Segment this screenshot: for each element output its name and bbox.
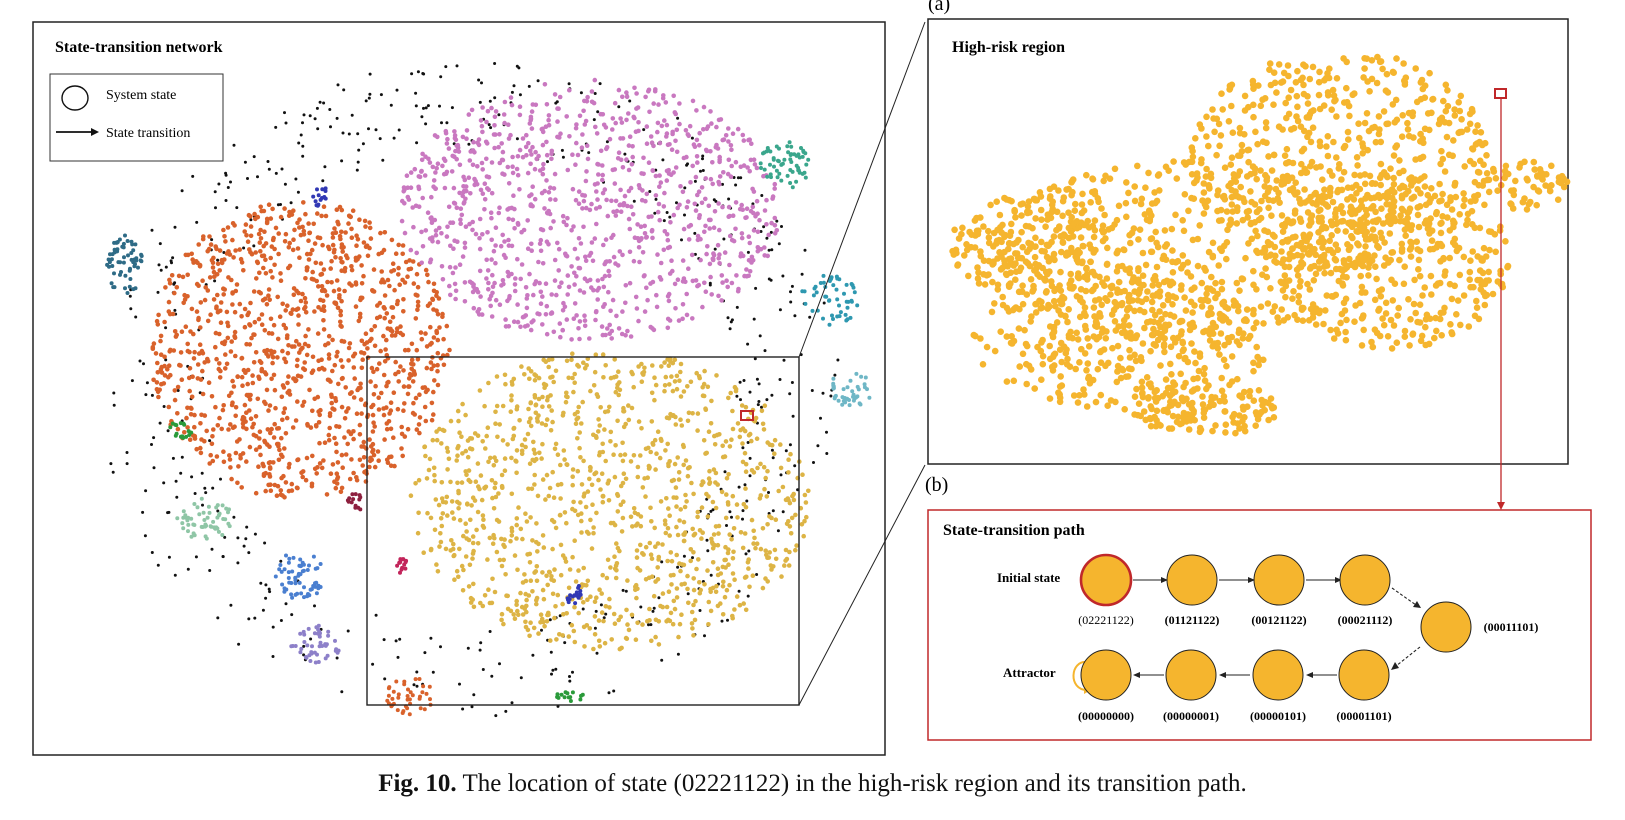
maroon-mini-cluster bbox=[345, 492, 363, 512]
teal-cluster-3 bbox=[831, 371, 872, 408]
state-node-4 bbox=[1339, 554, 1391, 606]
indigo-mini-cluster bbox=[565, 584, 583, 606]
arrowhead-s1-s2 bbox=[1161, 577, 1168, 583]
orange-cluster bbox=[150, 200, 452, 500]
state-label-4: (00021112) bbox=[1338, 613, 1393, 627]
teal-cluster-2 bbox=[800, 273, 860, 327]
network-panel-title: State-transition network bbox=[55, 39, 223, 56]
arrowhead-s4-s5 bbox=[1413, 601, 1421, 608]
attractor-self-loop bbox=[1072, 660, 1088, 691]
state-node-7 bbox=[1252, 649, 1304, 701]
state-label-1: (02221122) bbox=[1078, 613, 1134, 627]
indigo-mini-cluster-2 bbox=[311, 186, 328, 208]
state-label-7: (00000101) bbox=[1250, 709, 1306, 723]
arrowhead-s5-s6 bbox=[1391, 662, 1399, 670]
teal-cluster-1 bbox=[105, 233, 144, 295]
green-mini-cluster bbox=[168, 421, 194, 440]
state-label-8: (00000001) bbox=[1163, 709, 1219, 723]
legend-system-state-label: System state bbox=[106, 88, 176, 103]
figure-caption-label: Fig. 10. bbox=[378, 770, 457, 797]
green-mini-cluster-2 bbox=[555, 690, 585, 703]
initial-state-label: Initial state bbox=[997, 570, 1060, 585]
panel-a: (a) High-risk region bbox=[927, 0, 1571, 510]
zoom-connector-top bbox=[798, 21, 926, 358]
arrow-s5-s6 bbox=[1395, 646, 1421, 667]
network-node-cloud bbox=[105, 62, 872, 718]
state-transition-legend-arrowhead bbox=[91, 128, 99, 136]
high-risk-east-lobe bbox=[1267, 169, 1512, 352]
legend: System state State transition bbox=[49, 73, 224, 162]
high-risk-zoom-box bbox=[366, 356, 800, 706]
state-label-5: (00011101) bbox=[1484, 620, 1539, 634]
state-node-5 bbox=[1420, 601, 1472, 653]
state-node-1 bbox=[1079, 553, 1133, 607]
state-label-2: (01121122) bbox=[1165, 613, 1220, 627]
green-cluster bbox=[758, 140, 811, 190]
figure-caption: Fig. 10. The location of state (02221122… bbox=[0, 770, 1625, 798]
gold-cluster bbox=[408, 351, 811, 652]
transition-arrows bbox=[1133, 577, 1421, 678]
purple-cluster bbox=[399, 77, 780, 342]
state-label-6: (00001101) bbox=[1336, 709, 1391, 723]
arrowhead-s6-s7 bbox=[1306, 672, 1313, 678]
lavender-cluster bbox=[289, 623, 341, 665]
blue-cluster bbox=[273, 553, 323, 600]
mint-cluster bbox=[175, 496, 232, 541]
state-node-8 bbox=[1165, 649, 1217, 701]
panel-b-frame bbox=[927, 509, 1592, 741]
orange-mini-cluster bbox=[385, 677, 433, 717]
arrowhead-s8-s9 bbox=[1133, 672, 1140, 678]
state-labels: (02221122) (01121122) (00121122) (000211… bbox=[1078, 613, 1538, 723]
state-label-3: (00121122) bbox=[1251, 613, 1306, 627]
crimson-mini-cluster bbox=[395, 557, 409, 575]
arrowhead-s2-s3 bbox=[1248, 577, 1255, 583]
figure-caption-text: The location of state (02221122) in the … bbox=[462, 770, 1247, 797]
state-node-3 bbox=[1253, 554, 1305, 606]
legend-state-transition-label: State transition bbox=[106, 126, 190, 141]
attractor-label: Attractor bbox=[1003, 665, 1056, 680]
arrowhead-s3-s4 bbox=[1335, 577, 1342, 583]
panel-a-tag: (a) bbox=[928, 0, 950, 15]
state-node-2 bbox=[1166, 554, 1218, 606]
network-panel: State-transition network System state St… bbox=[32, 21, 926, 756]
arrowhead-s7-s8 bbox=[1219, 672, 1226, 678]
state-label-9: (00000000) bbox=[1078, 709, 1134, 723]
high-risk-south-lobe bbox=[1131, 382, 1278, 437]
system-state-legend-icon bbox=[61, 85, 89, 111]
panel-b: (b) State-transition path Initial state … bbox=[925, 474, 1592, 741]
high-risk-far-east-lobe bbox=[1480, 158, 1571, 213]
initial-state-marker-small bbox=[740, 410, 754, 421]
panel-b-title: State-transition path bbox=[943, 522, 1085, 539]
high-risk-southwest-lobe bbox=[970, 267, 1267, 413]
state-node-6 bbox=[1338, 649, 1390, 701]
panel-a-title: High-risk region bbox=[952, 39, 1065, 56]
marker-to-path-arrowhead bbox=[1497, 502, 1505, 510]
zoom-connector-bottom bbox=[798, 464, 926, 706]
state-node-9 bbox=[1080, 649, 1132, 701]
high-risk-node-cloud bbox=[949, 53, 1571, 437]
state-nodes bbox=[1079, 553, 1472, 701]
panel-b-tag: (b) bbox=[925, 474, 948, 496]
